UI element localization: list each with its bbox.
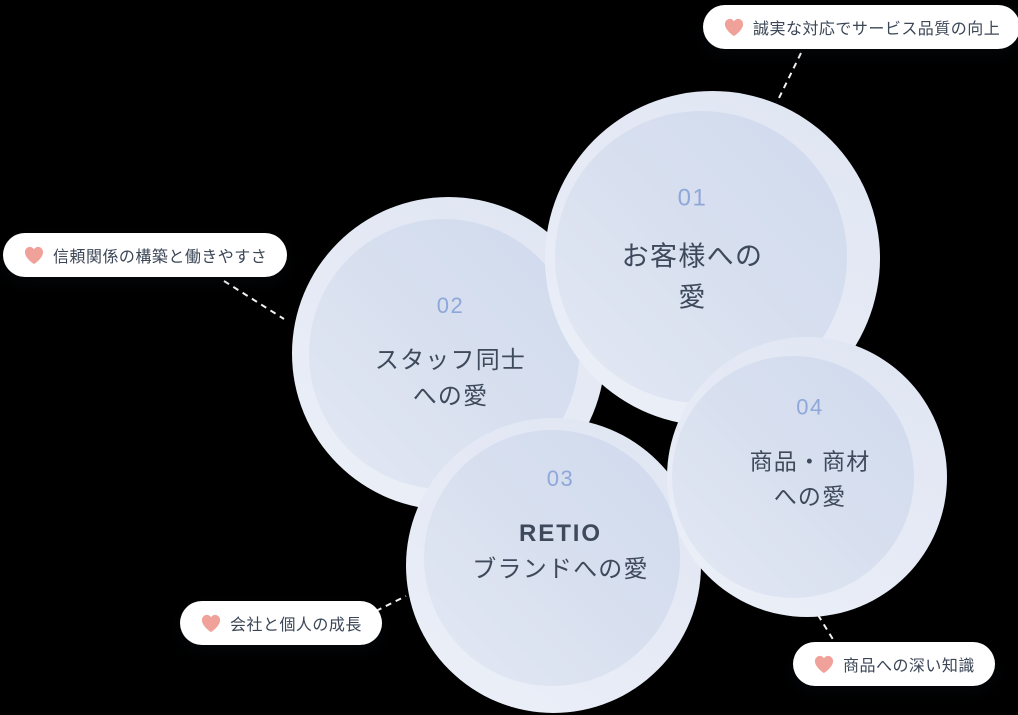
label-trust: 信頼関係の構築と働きやすさ	[3, 233, 288, 277]
heart-icon	[24, 246, 44, 265]
label-text: 信頼関係の構築と働きやすさ	[53, 249, 268, 266]
connector-line-knowledge	[817, 614, 835, 642]
label-knowledge: 商品への深い知識	[793, 642, 995, 686]
bubble-product-love: 04 商品・商材 への愛	[667, 337, 947, 617]
bubble-content: 02 スタッフ同士 への愛	[294, 293, 607, 415]
label-growth: 会社と個人の成長	[180, 601, 382, 645]
connector-line-service-quality	[777, 52, 802, 101]
label-text: 会社と個人の成長	[230, 617, 362, 634]
heart-icon	[724, 18, 744, 37]
bubble-title: スタッフ同士 への愛	[374, 347, 527, 410]
connector-line-trust	[223, 280, 285, 320]
bubble-title: RETIO ブランドへの愛	[472, 520, 649, 583]
bubble-number: 03	[546, 466, 575, 491]
bubble-title: 商品・商材 への愛	[749, 448, 871, 510]
bubble-content: 01 お客様への 愛	[525, 185, 860, 318]
label-service-quality: 誠実な対応でサービス品質の向上	[703, 5, 1018, 49]
label-text: 誠実な対応でサービス品質の向上	[753, 21, 1001, 38]
label-text: 商品への深い知識	[843, 658, 975, 675]
heart-icon	[814, 655, 834, 674]
bubble-content: 03 RETIO ブランドへの愛	[413, 466, 708, 588]
bubble-number: 02	[436, 293, 465, 318]
heart-icon	[201, 614, 221, 633]
bubble-inner-circle	[424, 430, 680, 686]
connector-line-growth	[375, 595, 407, 612]
bubble-content: 04 商品・商材 への愛	[670, 395, 950, 514]
bubble-inner-circle	[672, 356, 914, 598]
bubble-brand-love: 03 RETIO ブランドへの愛	[406, 418, 701, 713]
bubble-number: 04	[796, 394, 824, 420]
bubble-title: お客様への 愛	[621, 241, 764, 313]
bubble-number: 01	[677, 184, 708, 212]
